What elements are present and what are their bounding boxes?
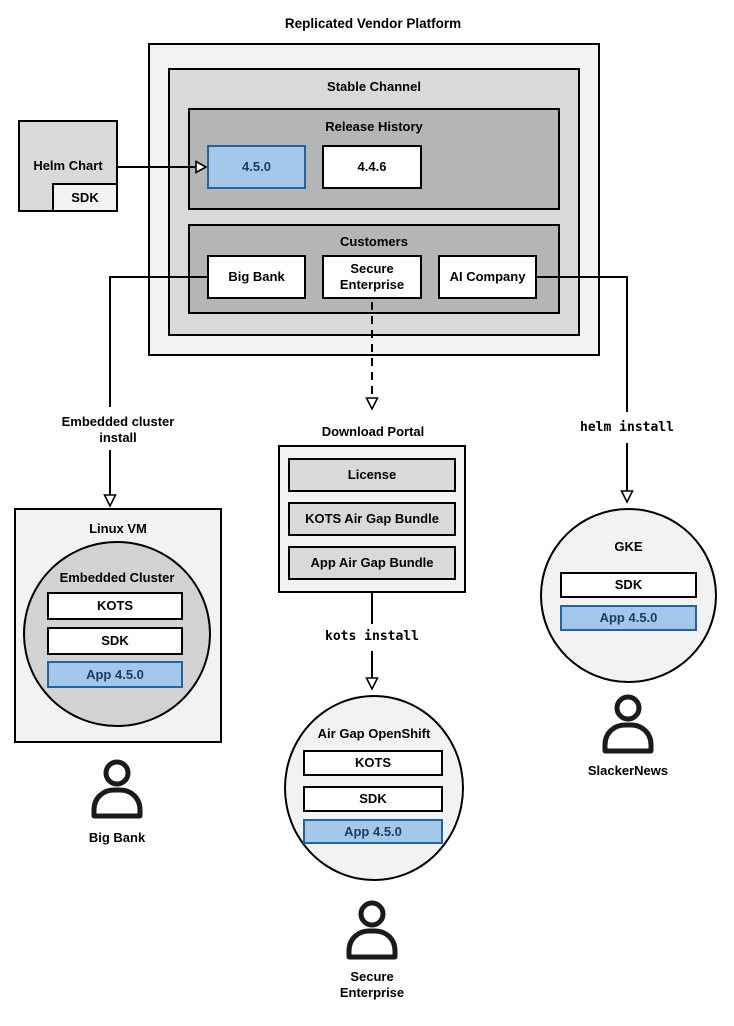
user-secure-enterprise-label: Secure Enterprise <box>339 969 405 1001</box>
openshift-sdk-box: SDK <box>303 786 443 812</box>
helm-install-edge-label: helm install <box>580 420 674 435</box>
embedded-install-line2: install <box>99 430 137 446</box>
embedded-install-edge-label: Embedded cluster install <box>43 414 193 447</box>
download-portal-title: Download Portal <box>321 424 425 439</box>
linux-vm-label: Linux VM <box>89 521 147 536</box>
release-history-label: Release History <box>325 119 423 134</box>
kots-install-edge-label: kots install <box>325 629 419 644</box>
linux-vm-kots-box: KOTS <box>47 592 183 620</box>
user-big-bank-label: Big Bank <box>88 830 146 845</box>
airgap-openshift-label: Air Gap OpenShift <box>317 726 431 741</box>
person-icon <box>602 694 654 754</box>
portal-app-bundle-box: App Air Gap Bundle <box>288 546 456 580</box>
openshift-kots-box: KOTS <box>303 750 443 776</box>
linux-vm-app-box: App 4.5.0 <box>47 661 183 688</box>
embedded-install-line1: Embedded cluster <box>61 414 175 429</box>
gke-sdk-box: SDK <box>560 572 697 598</box>
release-4-4-6: 4.4.6 <box>322 145 422 189</box>
diagram-title: Replicated Vendor Platform <box>284 16 462 31</box>
user-slackernews-label: SlackerNews <box>587 763 669 778</box>
release-4-5-0: 4.5.0 <box>207 145 306 189</box>
portal-kots-bundle-box: KOTS Air Gap Bundle <box>288 502 456 536</box>
person-icon <box>91 759 143 819</box>
openshift-app-box: App 4.5.0 <box>303 819 443 844</box>
gke-app-box: App 4.5.0 <box>560 605 697 631</box>
embedded-cluster-label: Embedded Cluster <box>59 570 175 585</box>
customer-big-bank: Big Bank <box>207 255 306 299</box>
person-icon <box>346 900 398 960</box>
gke-label: GKE <box>614 539 643 554</box>
portal-license-box: License <box>288 458 456 492</box>
helm-chart-label: Helm Chart <box>33 158 103 173</box>
stable-channel-label: Stable Channel <box>327 79 421 94</box>
helm-chart-sdk-box: SDK <box>52 183 118 212</box>
customer-secure-enterprise: Secure Enterprise <box>322 255 422 299</box>
customer-ai-company: AI Company <box>438 255 537 299</box>
customers-label: Customers <box>340 234 408 249</box>
linux-vm-sdk-box: SDK <box>47 627 183 655</box>
